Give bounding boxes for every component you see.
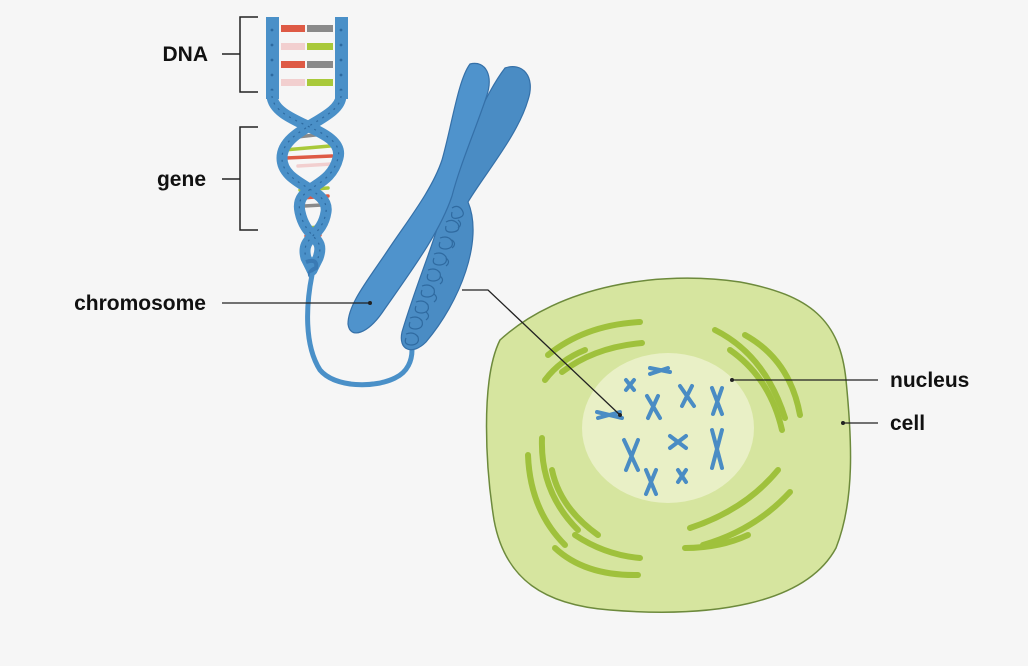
label-cell-group: cell (841, 412, 925, 435)
label-chromosome: chromosome (74, 292, 206, 315)
label-gene-group: gene (157, 126, 258, 231)
chromatin-fiber (305, 272, 415, 388)
label-nucleus: nucleus (890, 369, 969, 392)
base-pairs (281, 25, 333, 86)
chromatin-coils (404, 205, 464, 346)
organelles (525, 319, 803, 579)
cell (485, 277, 852, 613)
nucleus-body (582, 353, 754, 503)
label-chromosome-group: chromosome (74, 292, 372, 315)
chromosome-to-nucleus-leader (462, 289, 622, 417)
chromosome-large (347, 62, 531, 351)
label-cell: cell (890, 412, 925, 435)
label-dna: DNA (163, 43, 209, 66)
label-gene: gene (157, 168, 206, 191)
dna-helix (266, 17, 415, 388)
nucleus-chromosomes (595, 366, 724, 496)
label-dna-group: DNA (163, 16, 258, 93)
label-nucleus-group: nucleus (730, 369, 969, 392)
